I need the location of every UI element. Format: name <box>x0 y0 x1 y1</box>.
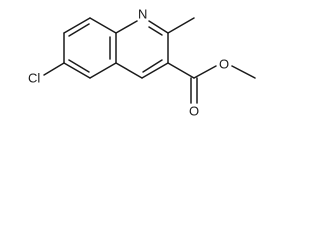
bond-c3-c4 <box>141 62 169 79</box>
bond-ester-o-methyl <box>231 65 256 79</box>
double-bond-c7-c8 <box>68 23 90 37</box>
double-bond-c3-c4 <box>142 59 163 73</box>
structure-diagram: N Cl O O <box>28 6 256 118</box>
double-bond-n1-c2 <box>148 26 163 36</box>
bond-c3-carbonyl <box>167 62 195 79</box>
nitrogen-label: N <box>138 6 147 21</box>
bond-carbonyl-ester-o <box>193 65 217 79</box>
bond-c8a-n1 <box>115 20 138 34</box>
bond-c6-cl <box>43 62 65 76</box>
bond-c2-methyl <box>167 17 195 34</box>
ester-oxygen-label: O <box>219 56 229 71</box>
bond-c4-c4a <box>115 62 143 79</box>
molecule-canvas: N Cl O O <box>28 6 256 119</box>
bond-c7-c8 <box>63 17 91 34</box>
bond-n1-c2 <box>148 20 169 34</box>
double-bond-c5-c6 <box>68 59 90 73</box>
bond-c8-c8a <box>89 17 117 34</box>
chlorine-label: Cl <box>28 70 40 85</box>
carbonyl-oxygen-label: O <box>189 103 199 118</box>
bond-c4a-c5 <box>89 62 117 79</box>
bond-c5-c6 <box>63 62 91 79</box>
